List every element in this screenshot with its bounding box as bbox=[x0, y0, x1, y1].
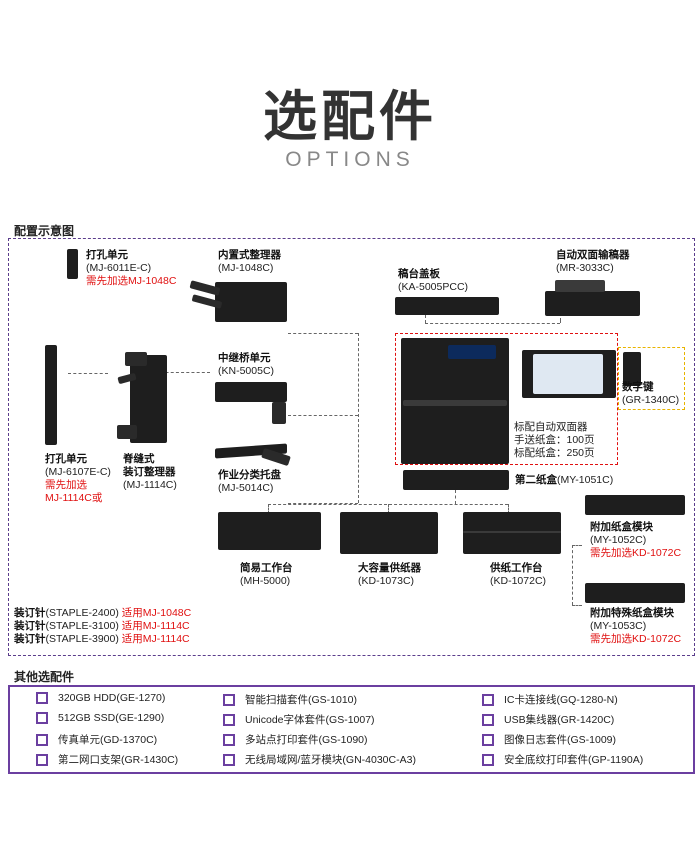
keypad-box bbox=[618, 347, 685, 410]
connector-line bbox=[425, 323, 560, 324]
label-bridge-unit: 中继桥单元 (KN-5005C) bbox=[218, 352, 275, 377]
option-item[interactable]: 图像日志套件(GS-1009) bbox=[482, 732, 616, 747]
label-extra-drawer: 附加纸盒模块 (MY-1052C) 需先加选KD-1072C bbox=[590, 521, 682, 559]
checkbox-icon[interactable] bbox=[482, 713, 494, 726]
saddle-finisher-top-image bbox=[125, 352, 147, 366]
option-item[interactable]: 安全底纹打印套件(GP-1190A) bbox=[482, 752, 643, 767]
adf-image bbox=[545, 291, 640, 316]
label-punch-unit-large: 打孔单元 (MJ-6107E-C) 需先加选 MJ-1114C或 bbox=[45, 453, 111, 504]
option-item[interactable]: 传真单元(GD-1370C) bbox=[36, 732, 157, 747]
control-panel-screen-image bbox=[533, 354, 603, 394]
staple-item: 装订针(STAPLE-3900) 适用MJ-1114C bbox=[14, 633, 190, 645]
special-drawer-image bbox=[585, 583, 685, 603]
staple-item: 装订针(STAPLE-2400) 适用MJ-1048C bbox=[14, 607, 192, 619]
keypad-image bbox=[623, 352, 641, 386]
lcf-image bbox=[340, 512, 438, 554]
option-item[interactable]: 第二网口支架(GR-1430C) bbox=[36, 752, 178, 767]
extra-drawer-image bbox=[585, 495, 685, 515]
platen-cover-image bbox=[395, 297, 499, 315]
connector-line bbox=[68, 373, 108, 374]
checkbox-icon[interactable] bbox=[36, 712, 48, 724]
label-adf: 自动双面输稿器 (MR-3033C) bbox=[556, 249, 630, 274]
checkbox-icon[interactable] bbox=[223, 753, 235, 766]
other-options-heading: 其他选配件 bbox=[14, 670, 75, 684]
label-inner-finisher: 内置式整理器 (MJ-1048C) bbox=[218, 249, 281, 274]
second-drawer-image bbox=[403, 470, 509, 490]
label-standard-config: 标配自动双面器 手送纸盒：100页 标配纸盒：250页 bbox=[514, 421, 595, 459]
option-item[interactable]: IC卡连接线(GQ-1280-N) bbox=[482, 692, 618, 707]
option-item[interactable]: Unicode字体套件(GS-1007) bbox=[223, 712, 375, 727]
diagram-frame bbox=[8, 238, 695, 656]
staple-item: 装订针(STAPLE-3100) 适用MJ-1114C bbox=[14, 620, 190, 632]
standard-config-box bbox=[395, 333, 618, 465]
connector-line bbox=[288, 333, 358, 334]
connector-line bbox=[508, 504, 509, 514]
label-job-tray: 作业分类托盘 (MJ-5014C) bbox=[218, 469, 281, 494]
connector-line bbox=[455, 490, 456, 504]
feed-stand-image bbox=[463, 512, 561, 554]
connector-line bbox=[358, 333, 359, 503]
checkbox-icon[interactable] bbox=[36, 753, 48, 766]
feed-stand-divider-image bbox=[463, 531, 561, 533]
connector-line bbox=[572, 605, 582, 606]
label-saddle-finisher: 脊缝式 装订整理器 (MJ-1114C) bbox=[123, 453, 177, 491]
other-options-frame bbox=[8, 685, 695, 774]
checkbox-icon[interactable] bbox=[223, 693, 235, 706]
punch-unit-large-image bbox=[45, 345, 57, 445]
checkbox-icon[interactable] bbox=[36, 692, 48, 704]
option-item[interactable]: 512GB SSD(GE-1290) bbox=[36, 712, 164, 724]
adf-top-image bbox=[555, 280, 605, 292]
saddle-finisher-tray-image bbox=[117, 425, 137, 439]
option-item[interactable]: 智能扫描套件(GS-1010) bbox=[223, 692, 357, 707]
connector-line bbox=[572, 545, 573, 605]
connector-line bbox=[388, 504, 389, 514]
label-punch-unit-small: 打孔单元 (MJ-6011E-C) 需先加选MJ-1048C bbox=[86, 249, 177, 287]
label-special-drawer: 附加特殊纸盒模块 (MY-1053C) 需先加选KD-1072C bbox=[590, 607, 682, 645]
inner-finisher-image bbox=[215, 282, 287, 322]
checkbox-icon[interactable] bbox=[482, 753, 494, 766]
connector-line bbox=[268, 504, 269, 514]
bridge-unit-side-image bbox=[272, 402, 286, 424]
label-feed-stand: 供纸工作台 (KD-1072C) bbox=[490, 562, 547, 587]
connector-line bbox=[288, 415, 358, 416]
option-item[interactable]: USB集线器(GR-1420C) bbox=[482, 712, 614, 727]
checkbox-icon[interactable] bbox=[482, 693, 494, 706]
bridge-unit-image bbox=[215, 382, 287, 402]
checkbox-icon[interactable] bbox=[36, 733, 48, 746]
option-item[interactable]: 320GB HDD(GE-1270) bbox=[36, 692, 165, 704]
diagram-heading: 配置示意图 bbox=[14, 224, 75, 238]
option-item[interactable]: 无线局域网/蓝牙模块(GN-4030C-A3) bbox=[223, 752, 416, 767]
simple-stand-image bbox=[218, 512, 321, 550]
label-keypad: 数字键 (GR-1340C) bbox=[622, 381, 680, 406]
page-title: 选配件 bbox=[263, 85, 437, 148]
checkbox-icon[interactable] bbox=[482, 733, 494, 746]
checkbox-icon[interactable] bbox=[223, 733, 235, 746]
option-item[interactable]: 多站点打印套件(GS-1090) bbox=[223, 732, 368, 747]
label-lcf: 大容量供纸器 (KD-1073C) bbox=[358, 562, 421, 587]
connector-line bbox=[288, 503, 358, 504]
checkbox-icon[interactable] bbox=[223, 713, 235, 726]
connector-line bbox=[572, 545, 582, 546]
page-subtitle: OPTIONS bbox=[285, 148, 415, 171]
label-platen-cover: 稿台盖板 (KA-5005PCC) bbox=[398, 268, 469, 293]
main-unit-lower-image bbox=[403, 400, 507, 406]
connector-line bbox=[150, 372, 210, 373]
label-second-drawer: 第二纸盒(MY-1051C) bbox=[515, 474, 614, 486]
main-unit-screen-image bbox=[448, 345, 496, 359]
label-simple-stand: 简易工作台 (MH-5000) bbox=[240, 562, 293, 587]
punch-unit-small-image bbox=[67, 249, 78, 279]
connector-line bbox=[560, 318, 561, 323]
